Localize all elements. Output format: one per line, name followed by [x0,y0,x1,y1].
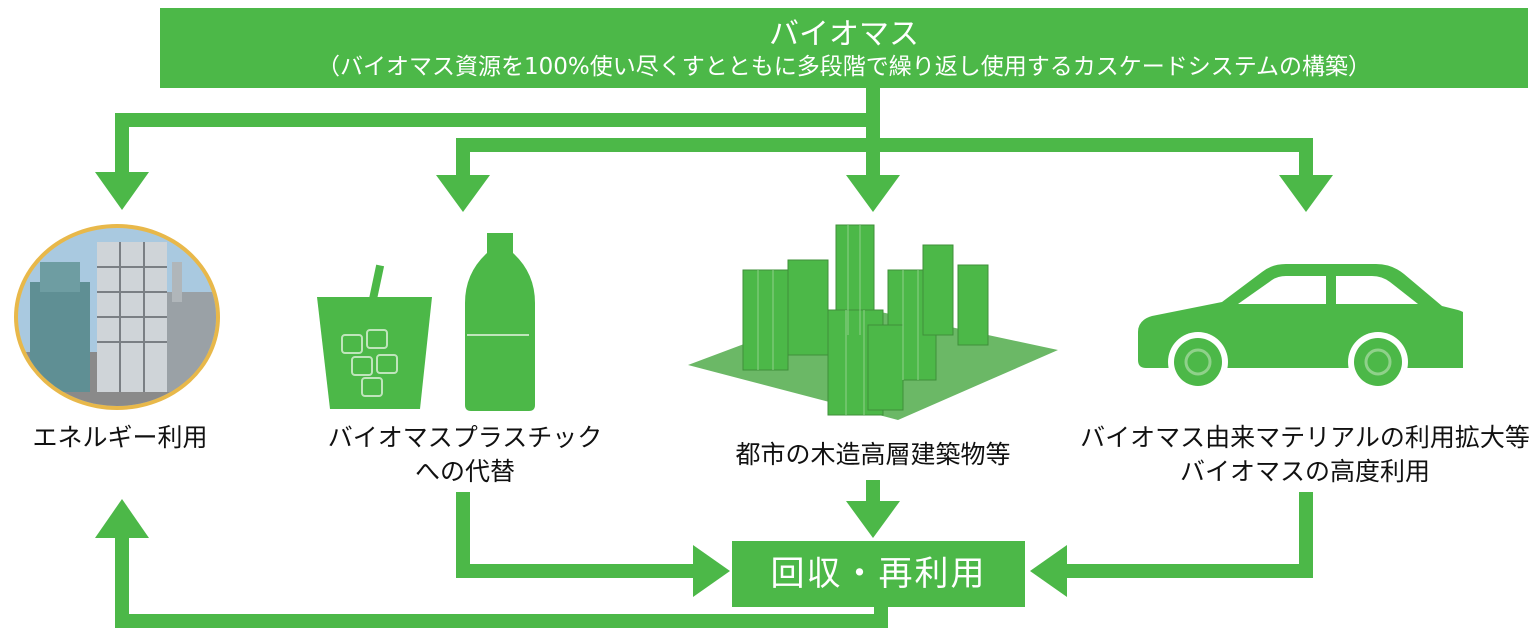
label-city-text: 都市の木造高層建築物等 [735,440,1011,469]
label-plastic-line1: バイオマスプラスチック [327,423,603,452]
branch-energy-drop [115,113,129,175]
power-plant-icon [14,224,220,410]
label-energy-text: エネルギー利用 [32,423,208,452]
biomass-banner: バイオマス （バイオマス資源を100%使い尽くすとともに多段階で繰り返し使用する… [160,8,1528,88]
label-plastic: バイオマスプラスチック への代替 [300,421,630,489]
plastic-to-recycle-drop [456,492,470,578]
arrowhead-return-energy [95,499,149,538]
arrowhead-plastic [436,175,490,212]
arrowhead-plastic-recycle [693,545,730,597]
car-to-recycle-line [1064,564,1313,578]
label-city: 都市の木造高層建築物等 [683,438,1063,472]
recycle-label: 回収・再利用 [770,554,987,594]
city-to-recycle-line [866,480,880,504]
label-plastic-line2: への代替 [414,457,515,486]
arrowhead-city [846,175,900,212]
label-car-line1: バイオマス由来マテリアルの利用拡大等 [1080,423,1530,452]
banner-title: バイオマス [769,17,919,52]
plastic-cup-bottle-icon [317,233,535,411]
recycle-box: 回収・再利用 [732,541,1025,607]
return-rise [115,535,129,628]
city-buildings-icon [688,224,1058,420]
branch-energy-line [115,113,880,127]
label-car: バイオマス由来マテリアルの利用拡大等 バイオマスの高度利用 [1080,421,1530,489]
label-energy: エネルギー利用 [0,421,240,455]
banner-subtitle: （バイオマス資源を100%使い尽くすとともに多段階で繰り返し使用するカスケードシ… [316,54,1372,80]
trunk-connector [866,88,880,178]
arrowhead-energy [95,172,149,210]
branch-plastic-drop [456,138,470,178]
label-car-line2: バイオマスの高度利用 [1179,457,1430,486]
plastic-to-recycle-line [456,564,696,578]
branch-line-2 [456,138,1313,152]
arrowhead-car [1279,175,1333,212]
car-to-recycle-drop [1299,492,1313,578]
return-line [115,614,888,628]
branch-car-drop [1299,138,1313,178]
car-icon [1138,264,1463,392]
arrowhead-city-recycle [846,501,900,538]
arrowhead-car-recycle [1030,545,1067,597]
